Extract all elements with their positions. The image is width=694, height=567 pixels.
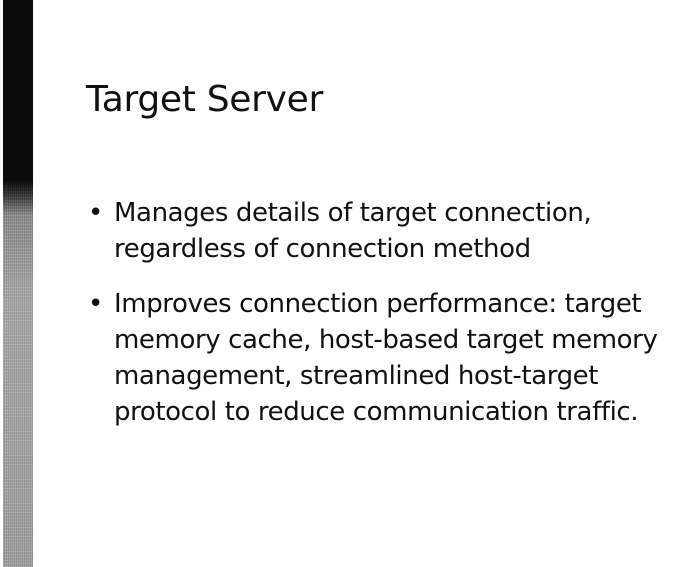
bullet-text: Manages details of target connection, re… <box>114 198 592 264</box>
bullet-list: • Manages details of target connection, … <box>86 195 691 449</box>
bullet-item-connection-performance: • Improves connection performance: targe… <box>86 286 691 430</box>
bullet-icon: • <box>88 198 103 228</box>
decorative-side-bar <box>3 0 33 567</box>
bullet-text: Improves connection performance: target … <box>114 289 658 427</box>
slide-title: Target Server <box>86 79 323 120</box>
bullet-icon: • <box>88 289 103 319</box>
bullet-item-target-connection: • Manages details of target connection, … <box>86 195 691 267</box>
